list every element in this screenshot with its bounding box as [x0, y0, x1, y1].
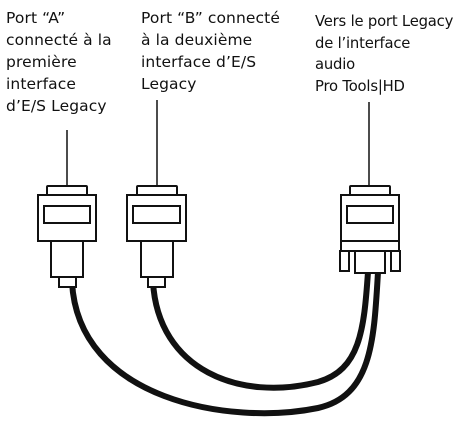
connector-legacy-port: [339, 185, 401, 274]
connector-port-a: [37, 185, 97, 288]
port-a-label: Port “A” connecté à la première interfac…: [6, 9, 112, 115]
port-b-label: Port “B” connecté à la deuxième interfac…: [141, 9, 280, 93]
connector-port-b: [126, 185, 187, 288]
cable-port-a: [69, 269, 381, 417]
legacy-port-label: Vers le port Legacy de l’interface audio…: [315, 13, 454, 95]
cable-port-b: [150, 269, 371, 391]
